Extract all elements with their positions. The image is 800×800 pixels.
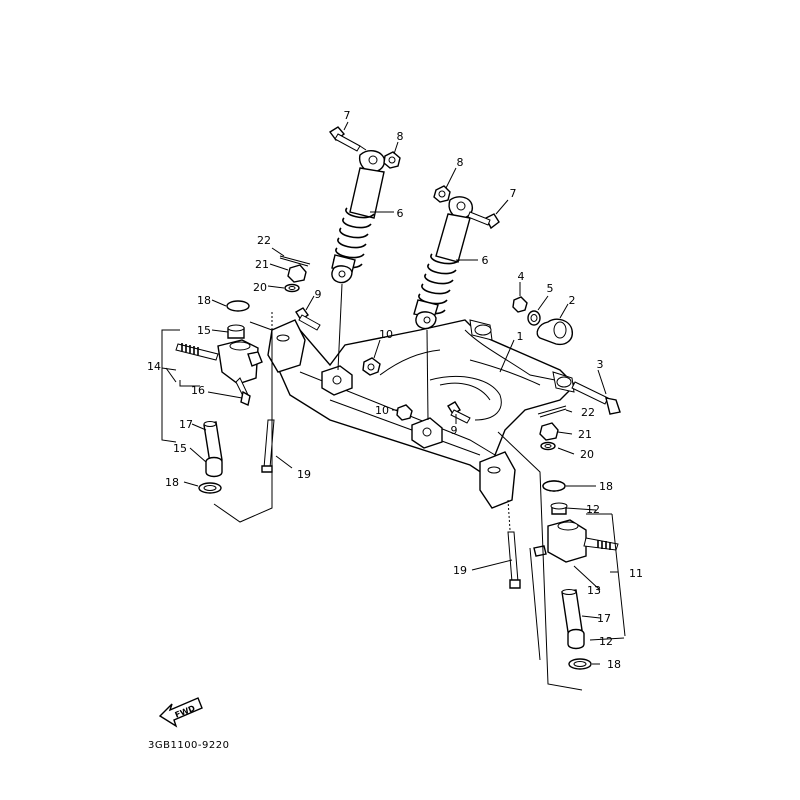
callout-21-right: 21 (578, 428, 592, 441)
washer-20-left (284, 283, 300, 293)
washer-18-right-top (542, 480, 566, 492)
callout-18-left-bottom: 18 (165, 476, 179, 489)
callout-13: 13 (587, 584, 601, 597)
cotter-pin-22-left (279, 255, 311, 267)
callout-15-left-top: 15 (197, 324, 211, 337)
callout-21-left: 21 (255, 258, 269, 271)
callout-12-right-top: 12 (586, 503, 600, 516)
callout-1: 1 (517, 330, 524, 343)
castle-nut-21-left (287, 264, 307, 283)
bolt-7-right (467, 211, 500, 230)
callout-22-right: 22 (581, 406, 595, 419)
callout-10-right: 10 (375, 404, 389, 417)
callout-20-right: 20 (580, 448, 594, 461)
callout-6-right: 6 (482, 254, 489, 267)
king-pin-19-right (507, 499, 521, 589)
callout-19-left: 19 (297, 468, 311, 481)
callout-7-right: 7 (510, 187, 517, 200)
bolt-7-left (328, 126, 367, 152)
callout-9-left: 9 (315, 288, 322, 301)
bolt-3 (571, 381, 621, 415)
callout-20-left: 20 (253, 281, 267, 294)
nut-8-left (383, 151, 401, 169)
callout-17-right: 17 (597, 612, 611, 625)
callout-19-right: 19 (453, 564, 467, 577)
bolt-9-right (447, 401, 471, 424)
callout-15-left-bottom: 15 (173, 442, 187, 455)
nut-8-right (433, 185, 451, 203)
callout-18-right-bottom: 18 (607, 658, 621, 671)
fwd-label: FWD (174, 703, 197, 719)
collar-5 (527, 310, 541, 326)
callout-5: 5 (547, 282, 554, 295)
callout-16: 16 (191, 384, 205, 397)
callout-22-left: 22 (257, 234, 271, 247)
left-shock-absorber (331, 150, 386, 371)
callout-7-left: 7 (344, 109, 351, 122)
callout-8-right: 8 (457, 156, 464, 169)
nut-10-left (362, 357, 381, 376)
right-shock-absorber (413, 196, 474, 421)
callout-8-left: 8 (397, 130, 404, 143)
nut-10-right (396, 404, 413, 421)
callout-4: 4 (518, 270, 525, 283)
bolt-9-left (295, 307, 321, 331)
part-code: 3GB1100-9220 (148, 740, 229, 751)
cotter-pin-22-right (537, 405, 567, 418)
washer-20-right (540, 441, 556, 451)
callout-14: 14 (147, 360, 161, 373)
nut-4 (512, 296, 528, 313)
callout-17-left: 17 (179, 418, 193, 431)
bushing-2 (536, 318, 573, 346)
callout-9-right: 9 (451, 424, 458, 437)
callout-6-left: 6 (397, 207, 404, 220)
callout-11: 11 (629, 567, 643, 580)
callout-18-left-top: 18 (197, 294, 211, 307)
callout-12-right-bottom: 12 (599, 635, 613, 648)
callout-18-right-top: 18 (599, 480, 613, 493)
callout-labels: 7 8 6 8 7 6 22 21 20 18 9 15 14 16 17 15… (147, 109, 643, 671)
callout-2: 2 (569, 294, 576, 307)
leader-lines (161, 121, 626, 691)
callout-3: 3 (597, 358, 604, 371)
fwd-arrow-icon: FWD (158, 697, 203, 728)
left-knuckle-assembly (175, 300, 263, 494)
main-frame (267, 319, 576, 509)
callout-10-left: 10 (379, 328, 393, 341)
castle-nut-21-right (539, 422, 559, 441)
